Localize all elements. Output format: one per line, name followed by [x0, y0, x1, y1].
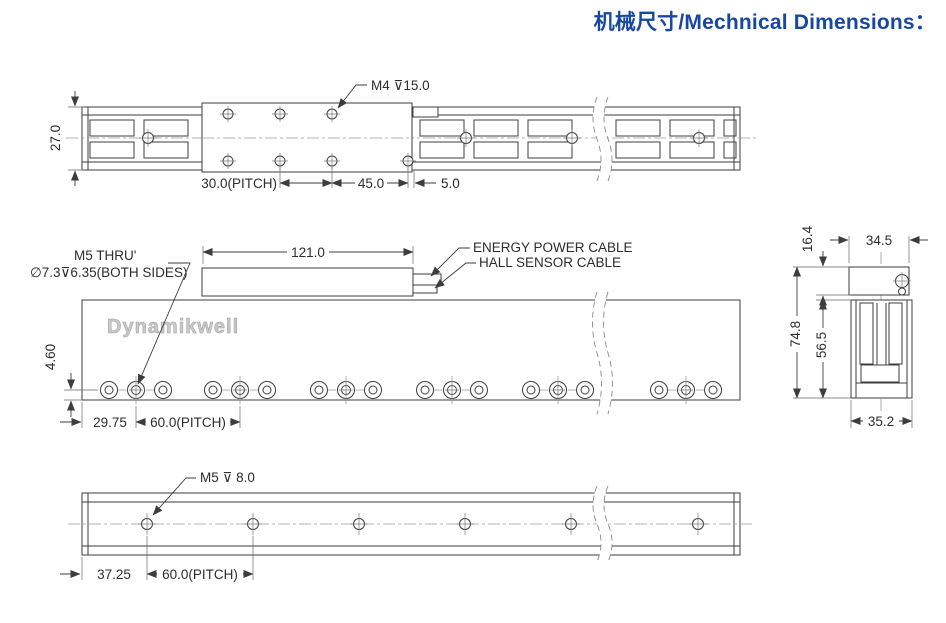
slider-tapped-holes: [220, 106, 416, 169]
hole-group: [416, 376, 488, 404]
dim-top-height: 16.4: [800, 225, 815, 252]
dim-bottom-hole-pitch: 60.0(PITCH): [162, 567, 238, 582]
label-hall-sensor-cable: HALL SENSOR CABLE: [479, 255, 621, 270]
hole-group: [310, 376, 382, 404]
dim-top-width: 34.5: [866, 233, 892, 248]
label-energy-power-cable: ENERGY POWER CABLE: [473, 240, 633, 255]
hole-group: [100, 376, 172, 404]
callout-m5-thru-line2: ∅7.3⊽6.35(BOTH SIDES): [30, 265, 187, 280]
side-view: Dynamikwell: [30, 240, 741, 430]
break-line: [603, 291, 613, 415]
brand-watermark: Dynamikwell: [107, 316, 239, 338]
dim-hole-pitch-60: 60.0(PITCH): [150, 415, 226, 430]
break-line: [592, 291, 602, 415]
break-line: [603, 485, 613, 563]
power-cable-connector: [412, 273, 442, 286]
bottom-view: M5 ⊽ 8.0 37.25 60.0(PITCH): [60, 470, 752, 582]
dim-45: 45.0: [358, 176, 384, 191]
callout-m5-thru-line1: M5 THRU': [74, 248, 136, 263]
stator-body: [81, 299, 741, 401]
dim-base-width: 35.2: [868, 414, 894, 429]
bottom-mounting-holes: [138, 513, 707, 535]
end-view: 34.5 16.4 56.5 74.8 35.2: [788, 225, 928, 429]
dim-first-hole-offset: 29.75: [93, 415, 127, 430]
rail-notch: [412, 106, 439, 118]
dim-body-height: 56.5: [814, 332, 829, 358]
dim-total-height: 74.8: [788, 321, 803, 347]
dim-rail-height: 27.0: [48, 125, 63, 151]
hole-group: [522, 376, 594, 404]
slider-plate-top-view: [201, 102, 413, 173]
slider-block-side-view: [201, 267, 414, 297]
callout-m4-thread: M4 ⊽15.0: [371, 78, 430, 93]
hole-group: [650, 376, 722, 404]
break-line: [603, 96, 613, 182]
top-view: 27.0 M4 ⊽15.0 30.0(PITCH) 45.0 5.0: [48, 78, 756, 191]
end-view-small-hole: [898, 287, 906, 296]
break-line: [592, 485, 602, 563]
sensor-cable-connector: [412, 284, 438, 294]
callout-m5-depth: M5 ⊽ 8.0: [200, 470, 255, 485]
dim-slider-length: 121.0: [291, 245, 325, 260]
dim-hole-pitch-30: 30.0(PITCH): [201, 176, 277, 191]
hole-group: [204, 376, 276, 404]
dim-bottom-first-hole-offset: 37.25: [97, 567, 131, 582]
dim-5: 5.0: [441, 176, 460, 191]
side-mounting-holes: [100, 376, 722, 404]
page-title: 机械尺寸/Mechnical Dimensions：: [593, 11, 936, 34]
rail-center-holes: [139, 129, 708, 147]
break-line: [592, 96, 602, 182]
dim-hole-edge-offset: 4.60: [43, 344, 58, 370]
